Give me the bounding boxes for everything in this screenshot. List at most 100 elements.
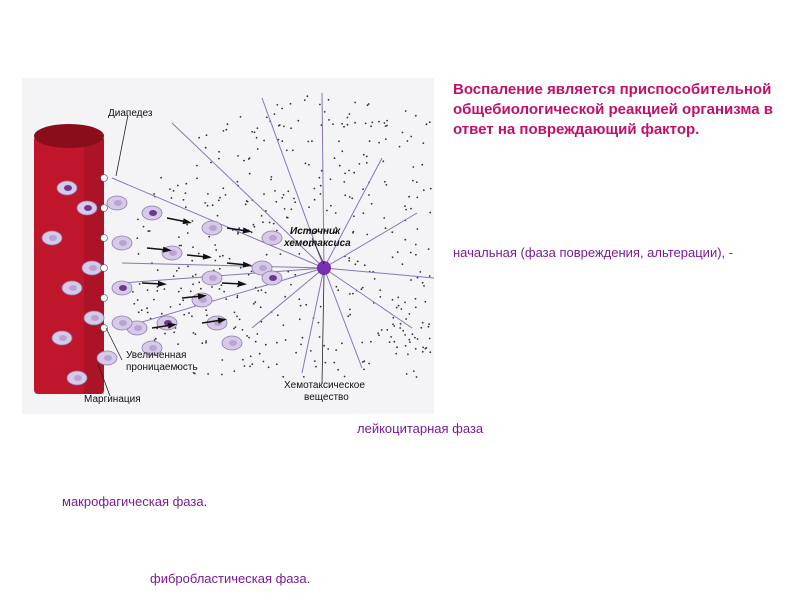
gradient-dot	[153, 339, 156, 341]
gradient-dot	[347, 315, 350, 318]
gradient-dot	[184, 192, 187, 194]
chemotaxis-ray	[323, 267, 413, 329]
gradient-dot	[429, 187, 432, 190]
gradient-dot	[400, 308, 403, 310]
gradient-dot	[373, 278, 376, 280]
leukocyte-nucleus	[69, 285, 77, 291]
gradient-dot	[333, 361, 336, 364]
gradient-dot	[378, 334, 380, 337]
gradient-dot	[283, 208, 286, 210]
gradient-dot	[249, 355, 252, 358]
gradient-dot	[384, 180, 386, 183]
gradient-dot	[354, 121, 356, 124]
gradient-dot	[210, 161, 212, 164]
vessel-wall-pore	[100, 204, 108, 212]
gradient-dot	[246, 335, 249, 337]
gradient-dot	[362, 153, 365, 156]
gradient-dot	[422, 346, 424, 349]
gradient-dot	[393, 340, 396, 343]
chemotactic-label-line2: вещество	[304, 392, 349, 403]
gradient-dot	[354, 101, 356, 104]
chemotaxis-ray	[321, 92, 325, 269]
gradient-dot	[238, 318, 241, 321]
gradient-dot	[392, 323, 394, 326]
gradient-dot	[233, 311, 236, 314]
gradient-dot	[317, 321, 320, 324]
gradient-dot	[211, 204, 214, 207]
gradient-dot	[272, 222, 275, 225]
leukocyte-nucleus	[269, 275, 277, 281]
gradient-dot	[298, 252, 301, 255]
gradient-dot	[237, 232, 239, 235]
gradient-dot	[313, 187, 316, 190]
gradient-dot	[303, 99, 306, 101]
gradient-dot	[328, 119, 330, 121]
gradient-dot	[348, 257, 351, 259]
gradient-dot	[137, 311, 140, 314]
leukocytes	[41, 174, 283, 386]
vessel-wall-pore	[100, 294, 108, 302]
gradient-dot	[200, 287, 202, 290]
gradient-dot	[407, 353, 409, 356]
gradient-dot	[335, 226, 337, 229]
gradient-dot	[361, 286, 364, 289]
gradient-dot	[412, 370, 415, 372]
gradient-dot	[250, 231, 253, 234]
leukocyte-nucleus	[49, 235, 57, 241]
gradient-dot	[176, 184, 179, 187]
gradient-dot	[422, 142, 425, 144]
gradient-dot	[308, 163, 310, 166]
source-label-line1: Источник	[290, 226, 341, 237]
gradient-dot	[132, 291, 134, 293]
gradient-dot	[250, 270, 253, 273]
gradient-dot	[245, 200, 248, 202]
leader-lines	[97, 114, 325, 397]
gradient-dot	[256, 127, 259, 129]
chemotaxis-ray	[323, 157, 383, 269]
gradient-dot	[228, 257, 231, 260]
gradient-dot	[409, 251, 412, 254]
gradient-dot	[243, 159, 245, 162]
gradient-dot	[356, 260, 359, 263]
gradient-dot	[160, 312, 163, 315]
migration-arrow-head	[237, 280, 247, 287]
gradient-dot	[397, 304, 400, 307]
gradient-dot	[236, 315, 238, 318]
gradient-dot	[196, 177, 198, 180]
gradient-dot	[218, 288, 221, 290]
gradient-dot	[189, 290, 192, 293]
gradient-dot	[234, 326, 237, 328]
blood-vessel	[34, 124, 104, 394]
gradient-dot	[286, 216, 289, 219]
gradient-dot	[265, 210, 267, 212]
gradient-dot	[221, 373, 223, 376]
gradient-dot	[319, 305, 322, 308]
gradient-dot	[411, 333, 414, 336]
gradient-dot	[320, 124, 323, 127]
gradient-dot	[362, 212, 365, 215]
gradient-dot	[133, 302, 136, 305]
phase-macrophagic-period: .	[203, 494, 208, 509]
gradient-dot	[384, 138, 387, 140]
gradient-dot	[348, 196, 351, 198]
gradient-dot	[414, 348, 417, 350]
gradient-dot	[146, 307, 148, 310]
gradient-dot	[332, 123, 334, 126]
gradient-dot	[169, 306, 172, 308]
gradient-dot	[265, 253, 268, 256]
gradient-dot	[329, 178, 332, 181]
gradient-dot	[267, 366, 270, 369]
leukocyte-nucleus	[104, 355, 112, 361]
gradient-dot	[276, 341, 278, 344]
gradient-dot	[182, 299, 185, 302]
gradient-dot	[422, 189, 425, 192]
chemotaxis-ray	[121, 262, 325, 269]
gradient-dot	[293, 197, 295, 200]
gradient-dot	[284, 339, 287, 341]
chemotaxis-ray	[323, 267, 363, 369]
gradient-dot	[309, 350, 312, 352]
gradient-dot	[252, 223, 255, 226]
gradient-dot	[207, 193, 209, 195]
gradient-dot	[391, 231, 394, 234]
migration-arrow-head	[157, 280, 167, 287]
